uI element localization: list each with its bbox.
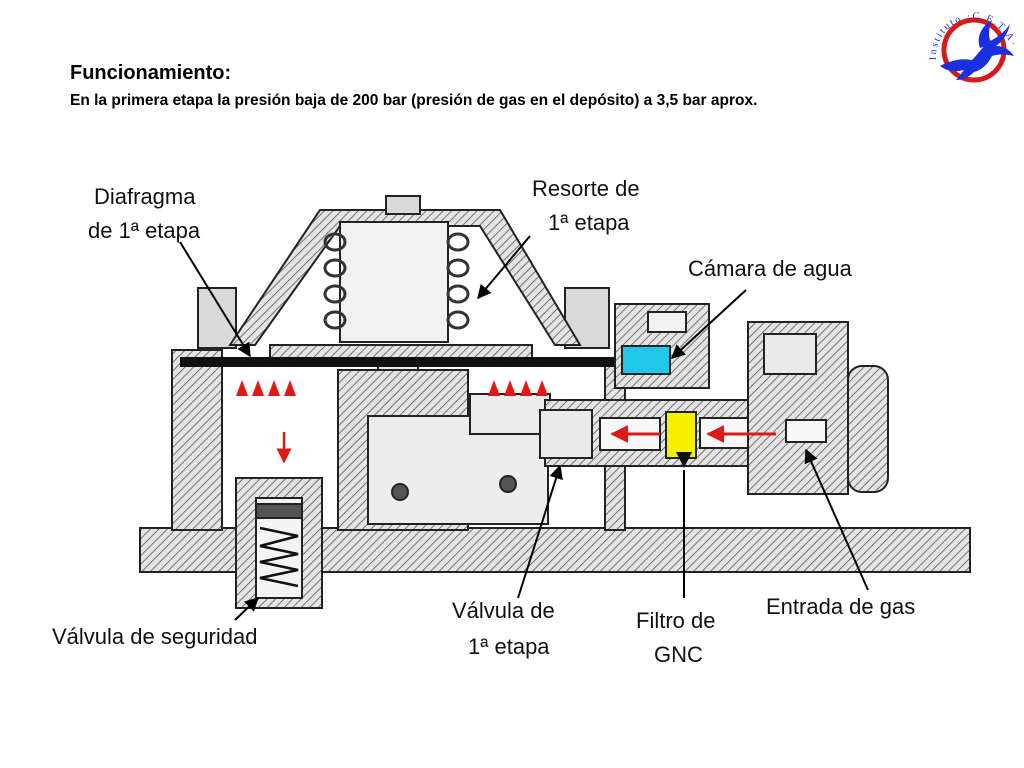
gas-inlet <box>747 321 889 495</box>
label-safety-valve: Válvula de seguridad <box>52 624 257 649</box>
spring-piston <box>339 221 449 343</box>
label-diaphragm-1: Diafragma <box>94 184 196 209</box>
pointer-valve <box>517 464 563 599</box>
first-stage-diaphragm <box>180 357 615 367</box>
lever-head <box>469 393 551 435</box>
left-bolt-head <box>197 287 237 349</box>
pointer-water <box>670 289 747 359</box>
label-water-chamber: Cámara de agua <box>688 256 853 281</box>
cover-screw <box>385 195 421 215</box>
label-filter-1: Filtro de <box>636 608 715 633</box>
left-wall <box>171 349 223 531</box>
label-filter-2: GNC <box>654 642 703 667</box>
pressure-indicators <box>236 380 548 396</box>
institute-logo: Instituto ·C.E.T.A· <box>928 11 1017 83</box>
filter-marker <box>676 452 692 468</box>
page-title: Funcionamiento: <box>70 62 232 84</box>
lever-pin-right <box>499 475 517 493</box>
page-subtitle: En la primera etapa la presión baja de 2… <box>70 92 758 109</box>
spring-cover <box>228 209 582 346</box>
pointer-inlet <box>804 448 869 591</box>
label-gas-inlet: Entrada de gas <box>766 594 915 619</box>
label-valve-1: Válvula de <box>452 598 555 623</box>
water-chamber <box>614 303 710 389</box>
label-diaphragm-2: de 1ª etapa <box>88 218 201 243</box>
label-spring-2: 1ª etapa <box>548 210 630 235</box>
pegasus-icon <box>940 20 1014 80</box>
first-stage-spring <box>323 232 470 330</box>
gnc-filter <box>665 411 697 459</box>
lever-pin-left <box>391 483 409 501</box>
label-valve-2: 1ª etapa <box>468 634 550 659</box>
pointer-diaphragm <box>179 241 251 358</box>
label-spring-1: Resorte de <box>532 176 640 201</box>
pointer-spring <box>477 235 531 300</box>
safety-valve <box>235 477 323 609</box>
pointer-safety <box>234 597 260 621</box>
